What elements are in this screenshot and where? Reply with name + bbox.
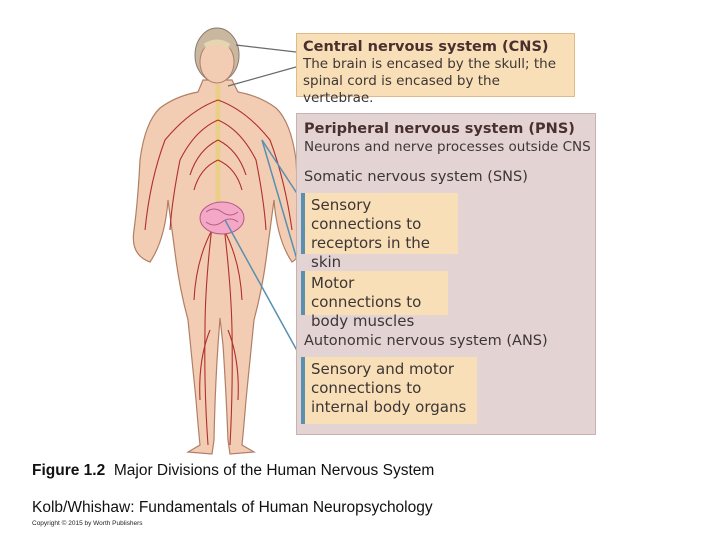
sns-motor-box: Motor connections to body muscles bbox=[301, 271, 448, 330]
copyright-notice: Copyright © 2015 by Worth Publishers bbox=[32, 520, 143, 527]
pns-title: Peripheral nervous system (PNS) bbox=[304, 121, 575, 137]
pns-box: Peripheral nervous system (PNS) Neurons … bbox=[296, 113, 596, 435]
cns-description: The brain is encased by the skull; the s… bbox=[303, 56, 557, 106]
source-citation: Kolb/Whishaw: Fundamentals of Human Neur… bbox=[32, 499, 433, 516]
figure-label: Figure 1.2 bbox=[32, 462, 106, 479]
cns-box: Central nervous system (CNS) The brain i… bbox=[296, 33, 575, 106]
sns-sensory-box: Sensory connections to receptors in the … bbox=[301, 193, 458, 271]
pns-callout-lines bbox=[224, 139, 301, 357]
cns-callout-lines bbox=[227, 44, 297, 87]
human-body-figure bbox=[132, 27, 303, 455]
cns-title: Central nervous system (CNS) bbox=[303, 39, 549, 55]
ans-title: Autonomic nervous system (ANS) bbox=[304, 333, 548, 349]
ans-organs-box: Sensory and motor connections to interna… bbox=[301, 357, 477, 424]
figure-caption: Figure 1.2 Major Divisions of the Human … bbox=[32, 462, 434, 480]
figure-caption-text: Major Divisions of the Human Nervous Sys… bbox=[113, 462, 435, 479]
sns-title: Somatic nervous system (SNS) bbox=[304, 169, 528, 185]
pns-description: Neurons and nerve processes outside CNS bbox=[304, 139, 591, 155]
